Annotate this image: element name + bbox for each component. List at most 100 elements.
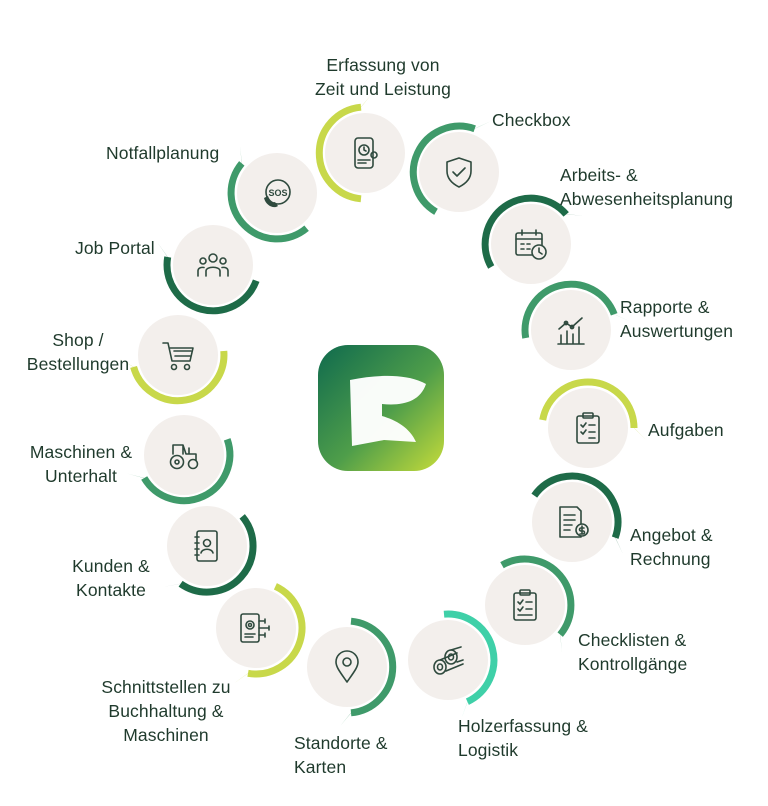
clipboard-check-icon [513,589,537,621]
label-shop: Shop / Bestellungen [18,328,138,376]
disc-checkbox [419,132,499,212]
pointer-planung [560,213,584,216]
disc-planung [491,204,571,284]
pointer-schnitt [233,669,254,684]
disc-schnitt [216,588,296,668]
arc-standorte [350,617,397,717]
label-holz: Holzerfassung & Logistik [458,714,588,762]
disc-standorte [307,627,387,707]
calendar-clock-icon [515,229,547,260]
pointer-rapporte [608,311,631,322]
label-line: Holzerfassung & [458,716,588,736]
arc-checkbox [409,122,476,215]
invoice-icon [559,506,589,538]
arc-planung [481,194,569,269]
label-line: Kontakte [76,580,146,600]
label-line: Buchhaltung & [108,701,224,721]
label-line: Aufgaben [648,420,724,440]
pointer-shop [118,358,139,371]
pointer-angebot [612,532,623,554]
label-rapporte: Rapporte &Auswertungen [620,295,733,343]
arc-job [163,256,260,315]
label-line: Rapporte & [620,297,710,317]
pointer-holz [461,696,470,719]
disc-shop [138,315,218,395]
label-line: Rechnung [630,549,711,569]
label-checklisten: Checklisten & Kontrollgänge [578,628,687,676]
clipboard-list-icon [576,412,600,444]
pointer-aufgaben [629,423,647,441]
label-line: Logistik [458,740,519,760]
pointer-standorte [339,708,355,727]
arc-kunden [178,514,257,596]
disc-maschinen [144,415,224,495]
label-line: Notfallplanung [106,143,220,163]
pointer-maschinen [126,473,150,480]
label-job: Job Portal [75,236,155,260]
tablet-gear-icon [240,613,270,643]
label-planung: Arbeits- & Abwesenheitsplanung [560,163,733,211]
disc-erfassung [325,113,405,193]
label-line: Angebot & [630,525,713,545]
label-line: Zeit und Leistung [315,79,451,99]
disc-rapporte [531,290,611,370]
cart-icon [162,342,194,371]
arc-rapporte [521,280,618,339]
sos-phone-icon: SOS [264,179,291,208]
label-line: Maschinen & [29,442,133,462]
label-kunden: Kunden & Kontakte [68,554,154,602]
label-line: Kunden & [72,556,150,576]
shield-check-icon [446,157,472,188]
arc-checklisten [500,555,575,637]
label-line: Checklisten & [578,630,687,650]
svg-text:SOS: SOS [268,188,287,198]
pointer-checklisten [559,628,562,653]
disc-angebot [532,482,612,562]
arc-holz [443,610,498,705]
phone-clock-icon [354,137,378,169]
tractor-icon [169,444,199,470]
chart-icon [557,317,585,345]
map-pin-icon [335,650,359,683]
disc-checklisten [485,565,565,645]
label-notfall: Notfallplanung [106,141,219,165]
center-logo [318,345,444,471]
people-icon [197,253,229,277]
label-line: Job Portal [75,238,155,258]
label-line: Abwesenheitsplanung [560,189,734,209]
arc-angebot [531,472,622,539]
arc-shop [130,350,228,405]
pointer-job [157,242,172,263]
contact-book-icon [194,530,218,562]
label-line: Standorte & [294,733,388,753]
label-aufgaben: Aufgaben [648,418,724,442]
label-checkbox: Checkbox [492,108,571,132]
disc-holz [408,620,488,700]
label-line: Erfassung von [326,55,440,75]
label-line: Bestellungen [26,354,130,374]
label-line: Checkbox [492,110,571,130]
disc-job [173,225,253,305]
pointer-notfall [240,145,243,170]
label-line: Kontrollgänge [578,654,688,674]
disc-notfall [237,153,317,233]
label-maschinen: Maschinen &Unterhalt [18,440,144,488]
logs-icon [433,646,464,675]
arc-maschinen [141,438,234,505]
label-standorte: Standorte & Karten [294,731,388,779]
pointer-checkbox [469,121,491,132]
pointer-erfassung [357,93,373,112]
disc-aufgaben [548,388,628,468]
arc-aufgaben [539,378,638,429]
label-line: Arbeits- & [560,165,638,185]
arc-erfassung [315,103,362,203]
arc-notfall [227,161,309,243]
label-line: Schnittstellen zu [101,677,231,697]
label-line: Shop / [52,330,104,350]
label-line: Karten [294,757,347,777]
pointer-kunden [163,582,187,587]
